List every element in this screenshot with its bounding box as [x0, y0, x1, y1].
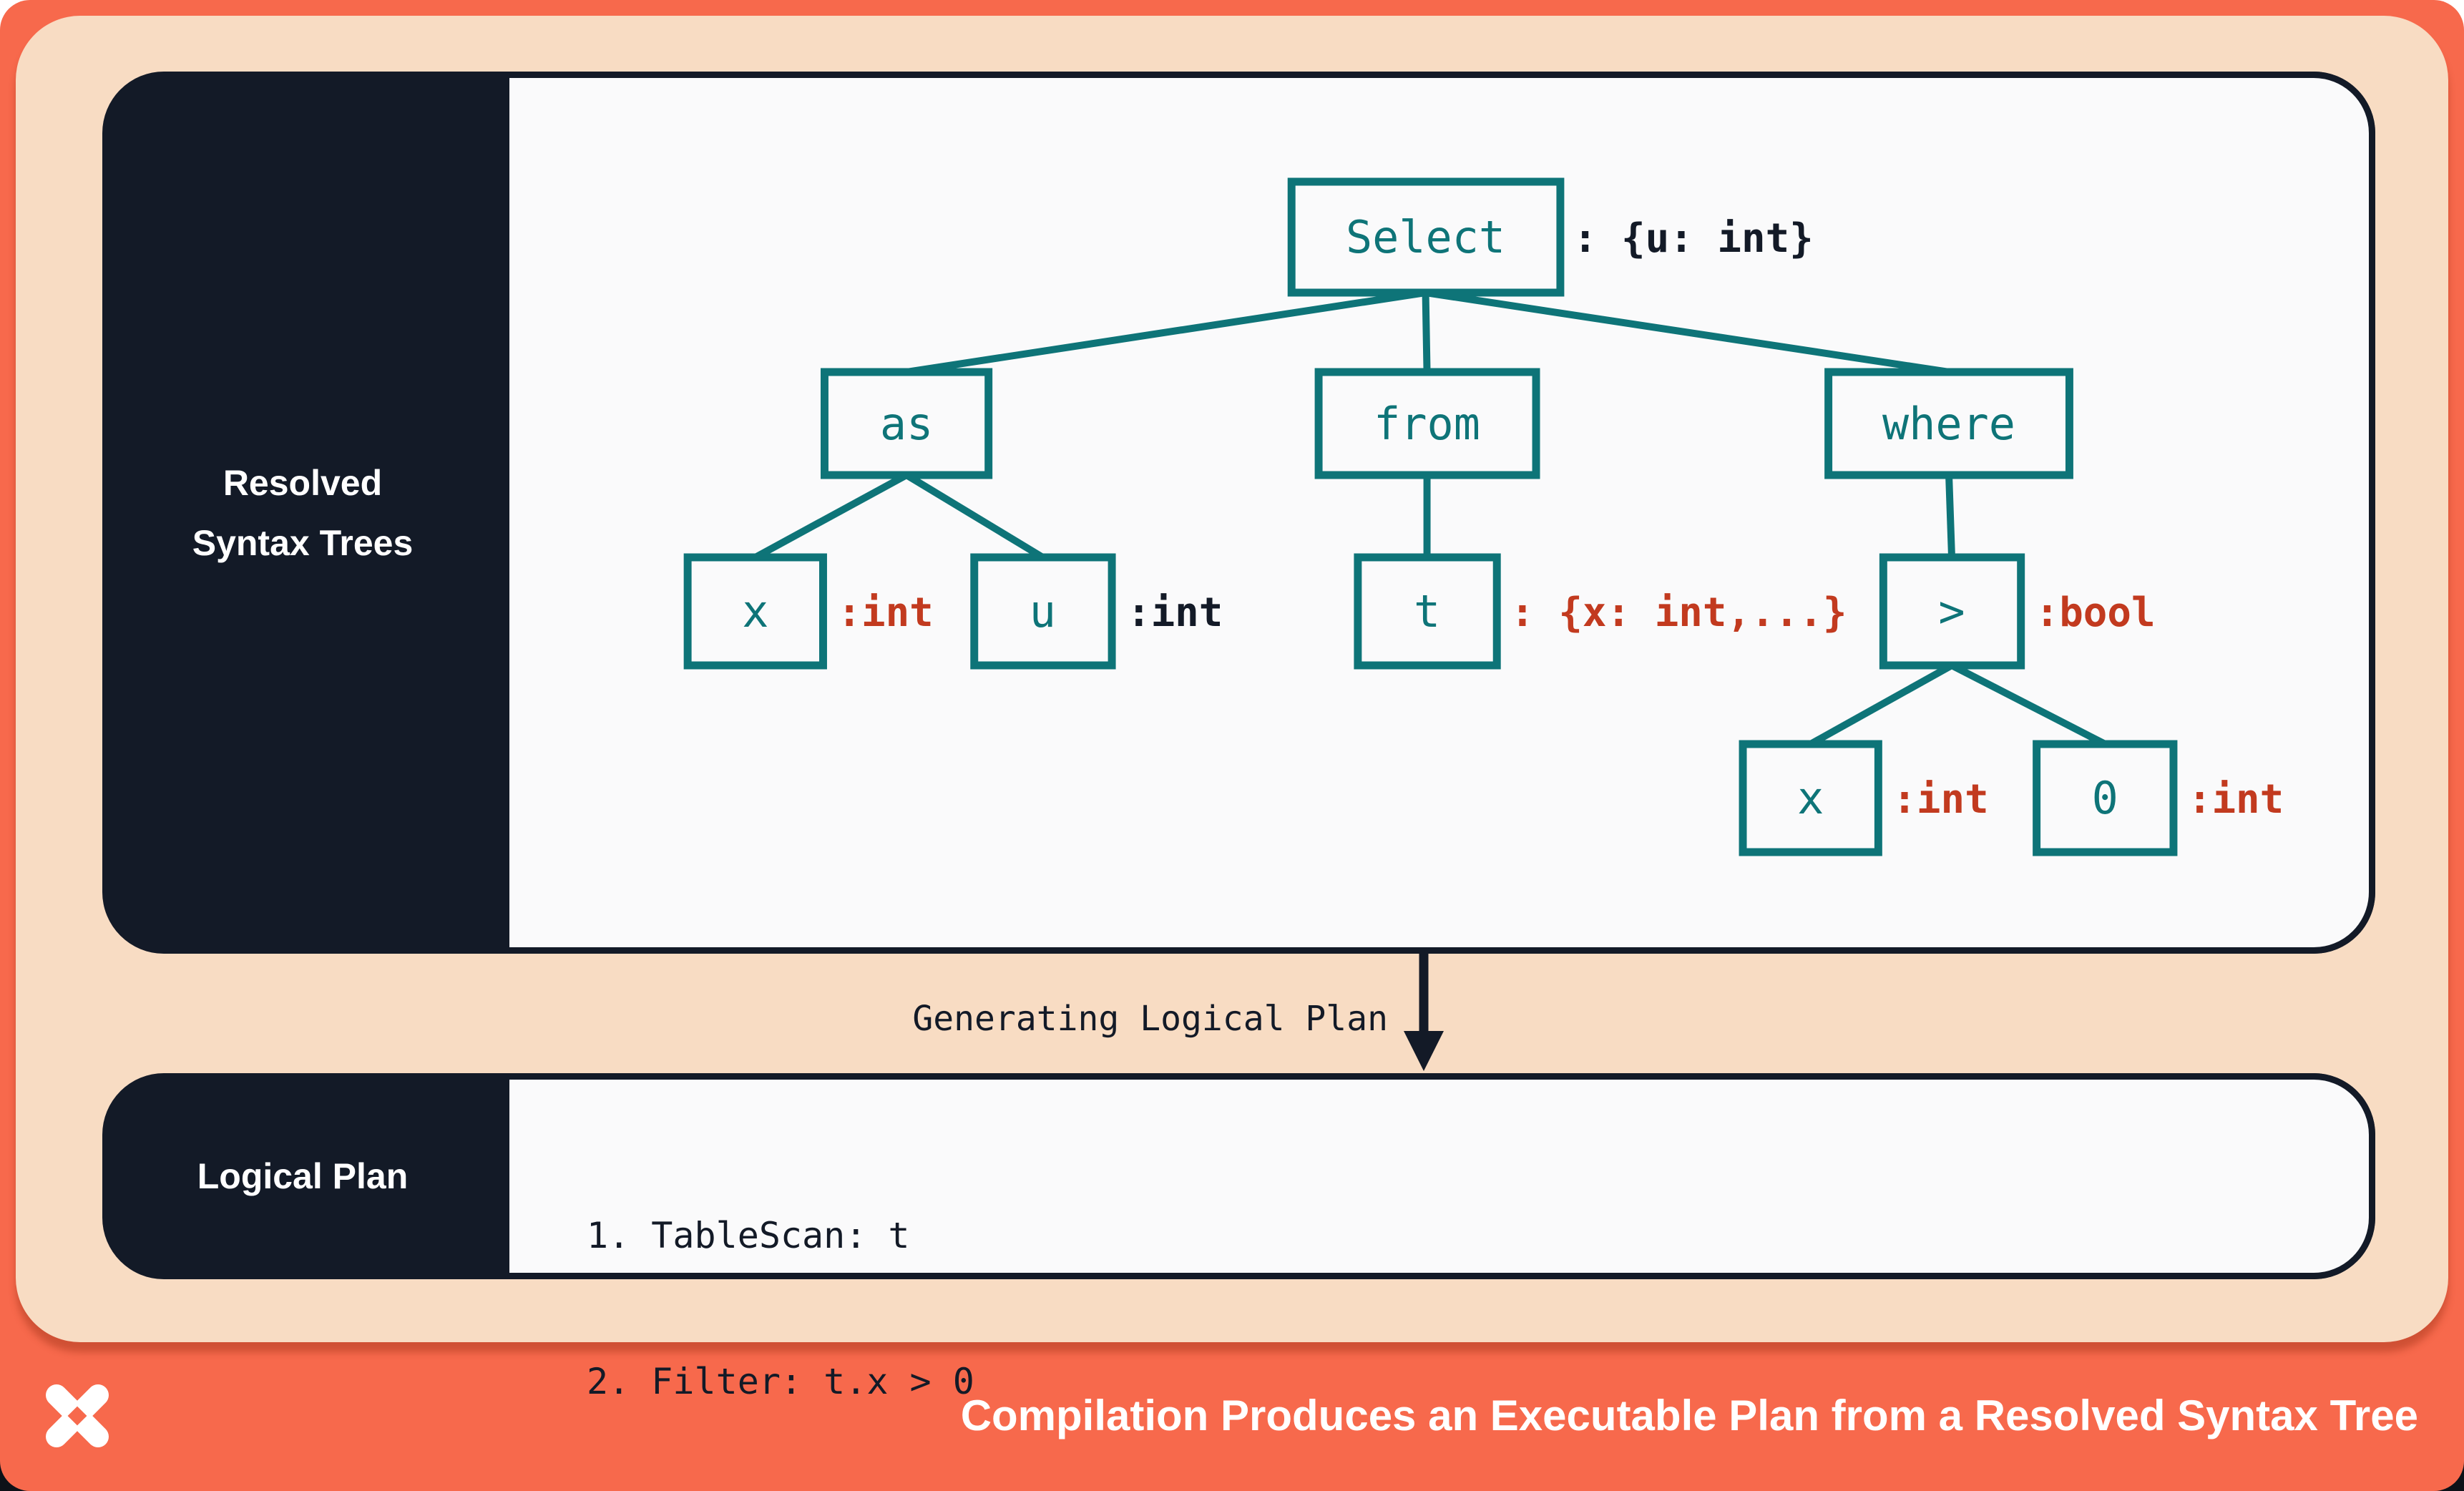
node-as-label: as [880, 399, 933, 450]
tree-node-zero-gt: 0 :int [2033, 740, 2284, 856]
node-t-from-label: t [1414, 586, 1440, 637]
logical-plan-body: 1. TableScan: t 2. Filter: t.x > 0 3. Pr… [503, 1073, 2375, 1402]
node-zero-gt-type: :int [2188, 776, 2284, 823]
node-t-from-type: : {x: int,...} [1510, 590, 1847, 636]
sidebar-title: Resolved Syntax Trees [192, 453, 414, 573]
tree-node-as: as [820, 368, 993, 479]
node-select-type: : {u: int} [1573, 215, 1814, 262]
footer-caption: Compilation Produces an Executable Plan … [960, 1392, 2418, 1439]
tree-node-u-as: u :int [970, 553, 1223, 670]
down-arrow-icon [1404, 954, 1444, 1071]
node-x-gt-type: :int [1892, 776, 1988, 823]
logical-plan-sidebar: Logical Plan [102, 1073, 503, 1279]
plan-step-2: 2. Filter: t.x > 0 [587, 1361, 974, 1402]
node-u-as-label: u [1030, 586, 1056, 637]
plan-step-1: 1. TableScan: t [587, 1215, 910, 1256]
tree-node-x-as: x :int [683, 553, 934, 670]
tree-node-x-gt: x :int [1739, 740, 1989, 856]
transition-caption: Generating Logical Plan [912, 999, 1388, 1039]
tree-node-t-from: t : {x: int,...} [1354, 553, 1847, 670]
node-zero-gt-label: 0 [2092, 773, 2118, 824]
syntax-tree-diagram: Select : {u: int} as from where [683, 177, 2284, 856]
node-gt-label: > [1938, 586, 1965, 637]
tree-node-gt: > :bool [1879, 553, 2156, 670]
tree-node-from: from [1314, 368, 1540, 479]
logical-plan-steps: 1. TableScan: t 2. Filter: t.x > 0 3. Pr… [587, 1114, 1082, 1491]
node-gt-type: :bool [2035, 590, 2156, 636]
node-x-gt-label: x [1797, 773, 1824, 824]
sidebar-title-line1: Resolved [223, 462, 383, 503]
logical-plan-title: Logical Plan [197, 1156, 409, 1196]
sidebar-title-line2: Syntax Trees [192, 522, 414, 563]
syntax-tree-canvas: Select : {u: int} as from where [503, 72, 2375, 954]
tree-node-where: where [1824, 368, 2073, 479]
node-where-label: where [1882, 399, 2015, 450]
node-select-label: Select [1346, 212, 1505, 263]
node-from-label: from [1374, 399, 1480, 450]
logical-plan-panel: Logical Plan 1. TableScan: t 2. Filter: … [102, 1073, 2375, 1402]
node-u-as-type: :int [1127, 590, 1223, 636]
tree-node-select: Select : {u: int} [1287, 177, 1814, 297]
node-x-as-label: x [742, 586, 768, 637]
resolved-syntax-trees-sidebar: Resolved Syntax Trees [102, 72, 503, 954]
footer-band: Compilation Produces an Executable Plan … [0, 1340, 2464, 1491]
node-x-as-type: :int [837, 590, 933, 636]
pinwheel-star-logo-icon [46, 1384, 109, 1447]
resolved-syntax-trees-panel: Resolved Syntax Trees [102, 72, 2375, 954]
tree-edges [753, 289, 2107, 748]
